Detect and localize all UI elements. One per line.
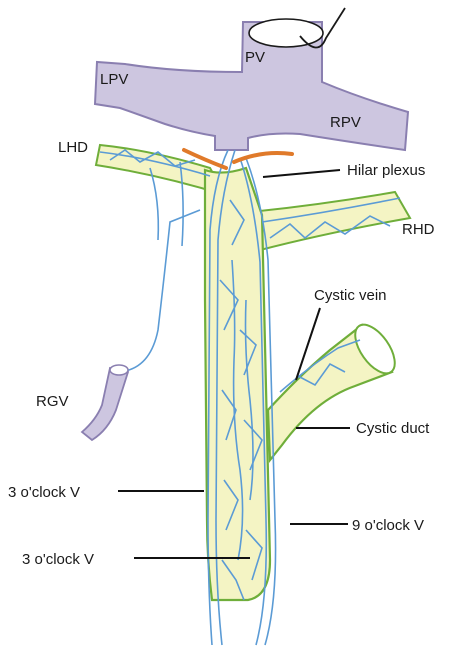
portal-vein-cut-end bbox=[249, 19, 323, 47]
rgv-vein-cut-end bbox=[110, 365, 128, 375]
label-cystic-vein: Cystic vein bbox=[314, 287, 387, 304]
label-lhd: LHD bbox=[58, 139, 88, 156]
rgv-vessel bbox=[150, 168, 158, 240]
label-cystic-duct: Cystic duct bbox=[356, 420, 430, 437]
label-rpv: RPV bbox=[330, 114, 361, 131]
rgv-vein-body bbox=[82, 368, 128, 440]
label-rgv: RGV bbox=[36, 393, 69, 410]
label-pv: PV bbox=[245, 49, 265, 66]
portal-vein-shape bbox=[95, 22, 408, 150]
ligature-right bbox=[234, 153, 292, 162]
label-lpv: LPV bbox=[100, 71, 128, 88]
label-three-oclock-lower: 3 o'clock V bbox=[22, 551, 94, 568]
rgv-vein bbox=[82, 365, 128, 440]
label-nine-oclock: 9 o'clock V bbox=[352, 517, 424, 534]
portal-vein bbox=[95, 8, 408, 150]
label-three-oclock-upper: 3 o'clock V bbox=[8, 484, 80, 501]
label-rhd: RHD bbox=[402, 221, 435, 238]
label-hilar-plexus: Hilar plexus bbox=[347, 162, 425, 179]
hilar-plexus-leader bbox=[263, 170, 340, 177]
